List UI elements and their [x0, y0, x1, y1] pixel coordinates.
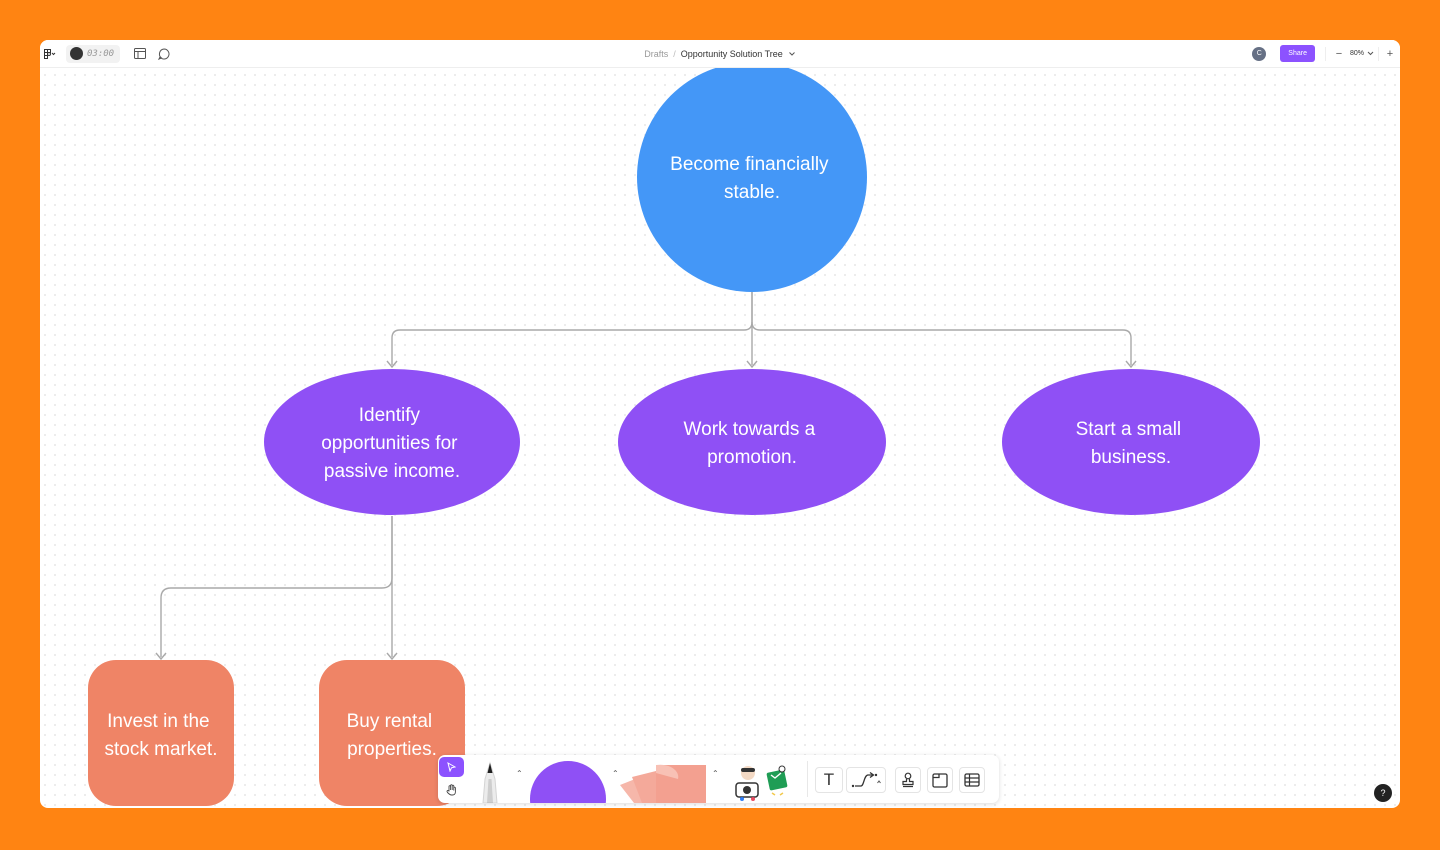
sticky-options-chevron-up-icon[interactable]: ⌃	[712, 769, 719, 778]
zoom-dropdown[interactable]: 80%	[1350, 50, 1374, 57]
creation-toolbar: ⌃ ⌃ ⌃ T	[438, 755, 999, 803]
text-tool-button[interactable]: T	[815, 767, 843, 793]
passive-income-node-text: Identify opportunities for passive incom…	[321, 405, 463, 482]
hand-icon	[446, 784, 456, 796]
user-avatar[interactable]: C	[1252, 46, 1267, 61]
connectors	[160, 292, 1132, 657]
stock-market-node-text: Invest in the stock market.	[105, 711, 218, 760]
rental-properties-node-text: Buy rental properties.	[347, 711, 438, 760]
select-tool-button[interactable]	[439, 757, 464, 777]
marker-options-chevron-up-icon[interactable]: ⌃	[516, 769, 523, 778]
connector-root-to-business[interactable]	[751, 321, 1132, 365]
chevron-down-icon[interactable]	[788, 51, 796, 57]
section-icon	[932, 772, 948, 788]
breadcrumb-separator: /	[673, 48, 676, 59]
top-bar: 03:00 Drafts / Opportunity Solution Tree	[40, 40, 1400, 68]
text-tool-icon: T	[823, 770, 835, 789]
promotion-node-text: Work towards a promotion.	[684, 419, 821, 468]
help-button[interactable]: ?	[1374, 784, 1392, 802]
main-menu-button[interactable]	[40, 44, 60, 64]
sticky-note-tool[interactable]	[620, 759, 710, 803]
share-button[interactable]: Share	[1280, 45, 1315, 62]
arrowheads	[155, 360, 1137, 661]
zoom-out-button[interactable]: −	[1335, 47, 1343, 60]
shape-tool-circle	[530, 761, 606, 803]
layout-toggle-button[interactable]	[130, 44, 150, 64]
stickers-tool[interactable]	[732, 761, 796, 803]
marker-tool[interactable]	[476, 759, 504, 803]
connector-root-to-passive-income[interactable]	[391, 292, 753, 365]
timer[interactable]: 03:00	[66, 44, 121, 63]
rental-properties-node-shape[interactable]	[319, 660, 465, 806]
connector-tool-button[interactable]	[846, 767, 886, 793]
toolbar-divider	[807, 761, 808, 797]
comment-icon	[158, 47, 170, 60]
table-icon	[964, 773, 980, 787]
section-tool-button[interactable]	[927, 767, 953, 793]
timer-value: 03:00	[87, 48, 115, 59]
top-bar-left: 03:00	[40, 40, 174, 67]
stamp-icon	[902, 772, 914, 788]
zoom-in-button[interactable]: +	[1378, 46, 1397, 61]
breadcrumb-drafts[interactable]: Drafts	[644, 48, 669, 59]
promotion-node-shape[interactable]	[618, 369, 886, 515]
breadcrumb: Drafts / Opportunity Solution Tree	[40, 40, 1400, 67]
connector-passive-to-stock[interactable]	[160, 516, 393, 657]
small-business-node-text: Start a small business.	[1076, 419, 1187, 468]
figjam-window: Become financially stable. Identify oppo…	[40, 40, 1400, 808]
stock-market-node-shape[interactable]	[88, 660, 234, 806]
connector-icon	[851, 771, 881, 788]
small-business-node-shape[interactable]	[1002, 369, 1260, 515]
zoom-level: 80%	[1349, 50, 1364, 57]
table-tool-button[interactable]	[959, 767, 985, 793]
cursor-icon	[447, 762, 456, 772]
diagram-canvas: Become financially stable. Identify oppo…	[88, 62, 1260, 806]
figma-logo-icon	[44, 48, 56, 59]
shape-options-chevron-up-icon[interactable]: ⌃	[612, 769, 619, 778]
layout-icon	[134, 48, 147, 59]
top-bar-right: C Share − 80% +	[1252, 40, 1400, 67]
hand-tool-button[interactable]	[439, 780, 464, 800]
timer-avatar	[70, 47, 83, 60]
navigation-tools	[438, 755, 465, 803]
root-node-shape[interactable]	[637, 62, 867, 292]
stamp-tool-button[interactable]	[895, 767, 921, 793]
shape-tool[interactable]	[528, 759, 608, 803]
zoom-controls: − 80% +	[1324, 46, 1397, 61]
root-node-text: Become financially stable.	[670, 154, 834, 203]
file-title[interactable]: Opportunity Solution Tree	[680, 48, 783, 59]
passive-income-node-shape[interactable]	[264, 369, 520, 515]
comments-button[interactable]	[154, 44, 174, 64]
chevron-down-icon	[1367, 51, 1374, 56]
